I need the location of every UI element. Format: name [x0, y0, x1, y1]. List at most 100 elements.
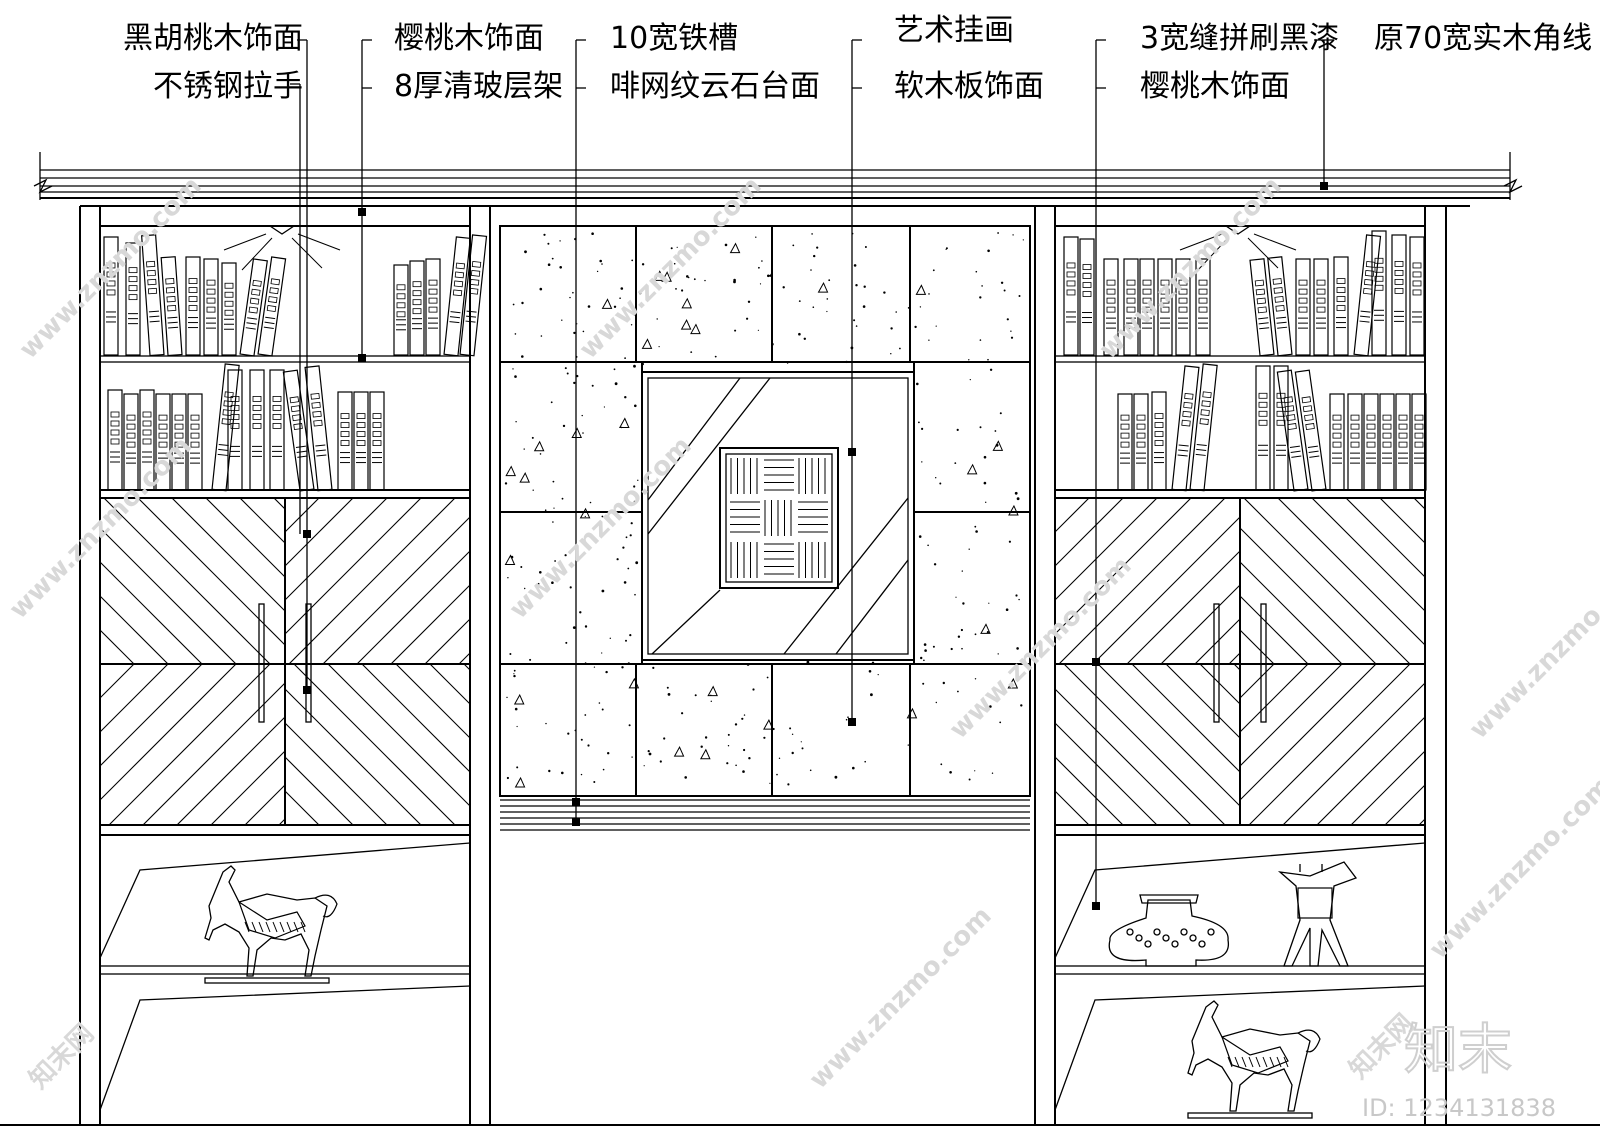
book-mark [224, 291, 234, 298]
veneer-line [100, 595, 169, 664]
marble-speckle [979, 426, 982, 429]
veneer-line [1165, 664, 1240, 739]
books-l1-0 [103, 236, 119, 356]
book-mark [1120, 423, 1130, 430]
marble-speckle [514, 375, 517, 378]
book-mark [272, 395, 282, 402]
marble-speckle [961, 570, 963, 572]
book-spine [353, 391, 369, 491]
right-door-veneer-3 [1240, 664, 1425, 825]
book-mark [1382, 414, 1392, 421]
light-ray [1197, 237, 1229, 271]
veneer-line [103, 498, 271, 664]
marble-speckle [895, 311, 897, 313]
marble-speckle [643, 765, 645, 767]
marble-speckle [899, 347, 901, 350]
book-mark [1332, 432, 1342, 439]
marble-speckle [582, 432, 584, 434]
book-mark [1350, 423, 1360, 430]
veneer-line [239, 498, 285, 544]
marble-speckle [704, 736, 708, 739]
marble-vein [1008, 504, 1019, 516]
marble-vein [707, 685, 718, 697]
veneer-line [532, 664, 693, 825]
veneer-line [100, 629, 135, 664]
book-mark [396, 284, 406, 291]
book-spine [1157, 258, 1173, 356]
marble-speckle [509, 653, 512, 655]
book-mark [188, 278, 198, 284]
marble-speckle [520, 566, 523, 568]
book-spine [257, 256, 287, 357]
veneer-line [1055, 688, 1192, 825]
label-black-seam: 3宽缝拼刷黑漆 [1140, 21, 1339, 56]
books-r1-2 [1103, 258, 1119, 356]
books-l2-4 [459, 234, 488, 357]
book-mark [1066, 289, 1076, 296]
horse-body [204, 865, 328, 977]
books-l4-6 [337, 391, 353, 491]
right-glass-shelf-4 [1054, 965, 1426, 975]
books-l4-1 [227, 369, 243, 491]
marble-speckle [1012, 234, 1014, 236]
marble-speckle [514, 333, 517, 335]
veneer-line [1240, 629, 1275, 664]
leader-marker [572, 798, 580, 806]
marble-speckle [634, 404, 637, 408]
books-r1-6 [1175, 258, 1191, 356]
books-l4-5 [304, 365, 333, 492]
marble-speckle [601, 589, 605, 593]
watermark-id: ID: 1234131838 [1362, 1094, 1556, 1122]
left-door-veneer-1 [285, 498, 470, 664]
left-glass-shelf-1 [99, 355, 471, 363]
book-mark [1198, 297, 1208, 304]
marble-speckle [681, 712, 684, 715]
saddle-tassel [1255, 1056, 1261, 1068]
veneer-line [1243, 498, 1411, 664]
book-band [450, 311, 461, 314]
book-mark [372, 440, 382, 446]
veneer-line [285, 688, 422, 825]
book-mark [248, 306, 259, 314]
marble-vein [653, 270, 665, 281]
book-mark [266, 305, 277, 313]
marble-speckle [652, 666, 655, 670]
marble-speckle [1008, 540, 1012, 543]
leader-marker [848, 718, 856, 726]
light-ray [1253, 233, 1297, 251]
book-mark [428, 297, 438, 304]
marble-speckle [743, 748, 746, 752]
marble-speckle [770, 273, 772, 276]
marble-speckle [769, 274, 772, 277]
book-mark [146, 260, 156, 268]
marble-speckle [639, 292, 642, 295]
book-mark [1298, 297, 1308, 304]
book-mark [1258, 410, 1268, 417]
marble-speckle [587, 305, 591, 308]
book-mark [268, 296, 278, 304]
book-mark [1160, 297, 1170, 304]
break-mark-right [1503, 178, 1523, 194]
saddle-tassel [279, 921, 285, 933]
horse-saddle [237, 900, 306, 939]
marble-vein [699, 748, 711, 760]
left-spotlight [269, 225, 295, 235]
marble-speckle [787, 783, 790, 786]
book-mark [1274, 296, 1284, 303]
book-mark [1382, 432, 1392, 439]
veneer-line [210, 750, 285, 825]
book-band [449, 321, 460, 324]
marble-speckle [531, 436, 534, 439]
marble-speckle [989, 368, 993, 371]
right-door-veneer-0 [1055, 498, 1240, 664]
book-spine [203, 258, 219, 356]
marble-speckle [601, 263, 603, 265]
marble-speckle [572, 291, 574, 294]
marble-speckle [956, 428, 959, 431]
marble-speckle [933, 563, 937, 566]
marble-speckle [994, 430, 997, 432]
books-l1-6 [221, 262, 237, 356]
marble-speckle [512, 368, 514, 370]
marble-speckle [828, 279, 831, 282]
books-r2-1 [1267, 256, 1293, 357]
